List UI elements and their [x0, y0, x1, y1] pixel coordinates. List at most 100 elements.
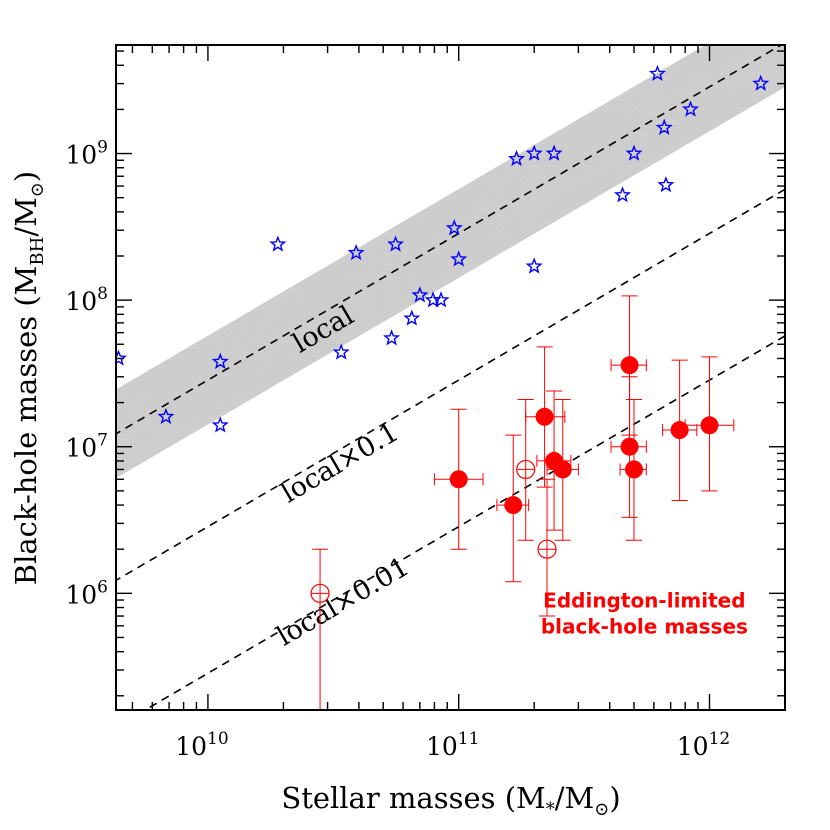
hatch-line	[116, 45, 767, 426]
limited-point	[700, 416, 719, 435]
hatch-line	[116, 45, 750, 416]
annotation-line-1: Eddington-limited	[543, 589, 745, 613]
hatch-line	[116, 57, 785, 450]
hatch-line	[116, 45, 780, 434]
y-tick-label: 106	[65, 577, 108, 609]
star-point	[625, 144, 643, 161]
hatch-line	[116, 67, 785, 460]
hatch-line	[116, 62, 785, 454]
star-point	[157, 407, 175, 425]
hatch-line	[116, 45, 771, 428]
hatch-line	[116, 45, 769, 427]
hatch-line	[116, 45, 773, 429]
annotation-line-2: black-hole masses	[541, 615, 748, 639]
hatch-line	[116, 45, 737, 408]
hatch-line	[116, 45, 777, 431]
star-point	[525, 144, 543, 161]
limited-point	[620, 437, 639, 456]
relation-line-0	[116, 45, 783, 435]
hatch-line	[116, 81, 785, 474]
star-point	[450, 250, 468, 267]
x-axis-title: Stellar masses (M*/M⊙)	[281, 781, 620, 820]
limited-point	[670, 421, 689, 440]
hatch-line	[116, 79, 785, 472]
x-axis-title-main: Stellar masses (M	[281, 781, 545, 815]
hatch-line	[116, 73, 785, 465]
hatch-line	[116, 75, 785, 468]
star-point	[614, 186, 632, 203]
relation-line-2	[143, 334, 785, 710]
limited-point	[553, 460, 572, 479]
relation-label-1: local×0.1	[276, 417, 404, 510]
hatch-line	[116, 45, 758, 420]
data-points	[116, 64, 770, 603]
y-axis-title-sun: ⊙	[27, 182, 48, 197]
star-point	[387, 235, 405, 252]
axis-ticks	[116, 45, 786, 710]
hatch-line	[116, 45, 713, 394]
limited-point	[504, 496, 523, 515]
star-point	[383, 329, 401, 346]
hatch-line	[116, 70, 785, 463]
hatch-line	[116, 45, 724, 401]
star-point	[655, 118, 673, 135]
hatch-line	[116, 85, 785, 478]
x-axis-title-sub: *	[546, 799, 555, 820]
hatch-line	[116, 63, 785, 456]
x-axis-title-tail: /M	[555, 781, 594, 815]
hatch-line	[116, 84, 785, 476]
relation-lines	[116, 45, 785, 710]
star-point	[347, 243, 365, 261]
y-axis-title-close: )	[9, 171, 43, 182]
star-point	[545, 144, 563, 161]
star-point	[403, 309, 421, 326]
hatch-line	[116, 65, 785, 458]
hatch-line	[116, 45, 765, 425]
hatch-line	[116, 46, 785, 439]
hatch-line	[116, 45, 741, 410]
y-axis-title-main: Black-hole masses (M	[9, 266, 43, 586]
x-axis-title-sun: ⊙	[594, 799, 609, 820]
local-relation-scatter-band	[116, 45, 785, 479]
star-point	[211, 352, 229, 369]
star-point	[752, 74, 770, 91]
hatch-line	[116, 45, 746, 414]
x-tick-label: 1011	[426, 729, 479, 761]
hatch-line	[116, 48, 785, 441]
hatch-line	[116, 83, 785, 475]
star-point	[657, 176, 675, 193]
star-point	[332, 343, 350, 360]
hatch-line	[116, 45, 784, 436]
hatch-line	[116, 45, 752, 417]
star-point	[507, 149, 526, 167]
hatch-line	[116, 47, 785, 440]
hatch-line	[116, 45, 735, 407]
y-axis-title-sub: BH	[27, 237, 48, 266]
hatch-line	[116, 58, 785, 451]
hatch-line	[116, 53, 785, 446]
hatch-line	[116, 45, 754, 418]
hatch-line	[116, 78, 785, 471]
star-point	[525, 257, 543, 274]
star-point	[682, 100, 700, 117]
hatch-line	[116, 86, 785, 479]
y-axis-title-tail: /M	[9, 197, 43, 236]
limited-point	[535, 407, 554, 426]
hatch-line	[116, 45, 731, 405]
hatch-line	[116, 61, 785, 453]
hatch-line	[116, 45, 778, 432]
hatch-line	[116, 51, 785, 443]
star-point	[116, 349, 128, 366]
hatch-line	[116, 45, 743, 412]
hatch-line	[116, 45, 748, 415]
hatch-line	[116, 45, 722, 399]
scatter-band-hatching	[116, 45, 785, 479]
hatch-line	[116, 56, 785, 449]
star-point	[411, 286, 429, 303]
y-tick-label: 107	[65, 431, 108, 463]
hatch-line	[116, 45, 718, 397]
hatch-line	[116, 45, 726, 402]
hatch-line	[116, 45, 728, 403]
